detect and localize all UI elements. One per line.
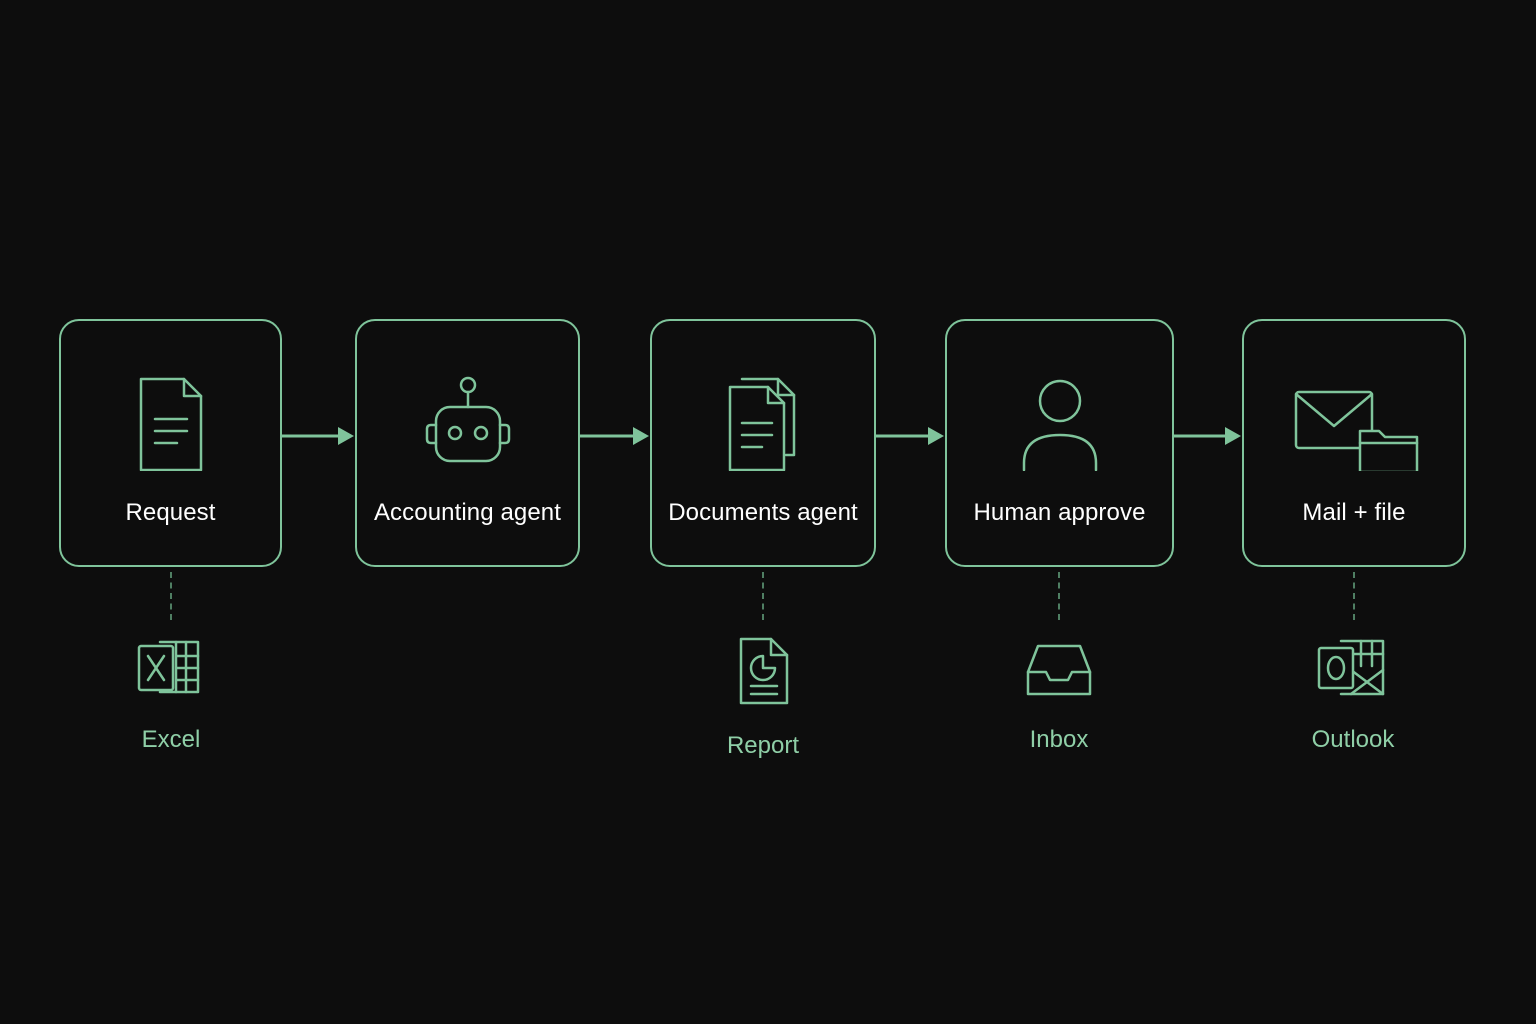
- step-label: Request: [125, 499, 216, 526]
- step-label: Documents agent: [668, 499, 858, 526]
- person-icon: [1022, 379, 1097, 471]
- mail-folder-icon: [1294, 390, 1419, 471]
- tool-report: Report: [673, 636, 853, 760]
- tool-label: Inbox: [1029, 726, 1089, 753]
- step-human-approve: Human approve: [945, 319, 1174, 567]
- dashed-connector: [1353, 572, 1355, 620]
- tool-outlook: Outlook: [1263, 636, 1443, 754]
- document-icon: [139, 377, 202, 471]
- tool-label: Excel: [141, 726, 201, 753]
- documents-icon: [728, 377, 796, 471]
- outlook-icon: [1317, 639, 1385, 696]
- robot-icon: [425, 376, 510, 463]
- step-request: Request: [59, 319, 282, 567]
- tool-excel: Excel: [81, 636, 261, 754]
- arrow-icon: [876, 427, 944, 445]
- excel-icon: [137, 640, 200, 694]
- tool-inbox: Inbox: [969, 636, 1149, 754]
- step-mail-file: Mail + file: [1242, 319, 1466, 567]
- step-documents-agent: Documents agent: [650, 319, 876, 567]
- arrow-icon: [1174, 427, 1241, 445]
- dashed-connector: [1058, 572, 1060, 620]
- arrow-icon: [580, 427, 649, 445]
- dashed-connector: [762, 572, 764, 620]
- step-label: Accounting agent: [373, 499, 562, 526]
- arrow-icon: [282, 427, 354, 445]
- step-accounting-agent: Accounting agent: [355, 319, 580, 567]
- step-label: Mail + file: [1302, 499, 1406, 526]
- step-label: Human approve: [973, 499, 1146, 526]
- inbox-icon: [1026, 644, 1092, 696]
- tool-label: Report: [726, 732, 800, 759]
- dashed-connector: [170, 572, 172, 620]
- report-icon: [739, 637, 789, 705]
- tool-label: Outlook: [1311, 726, 1395, 753]
